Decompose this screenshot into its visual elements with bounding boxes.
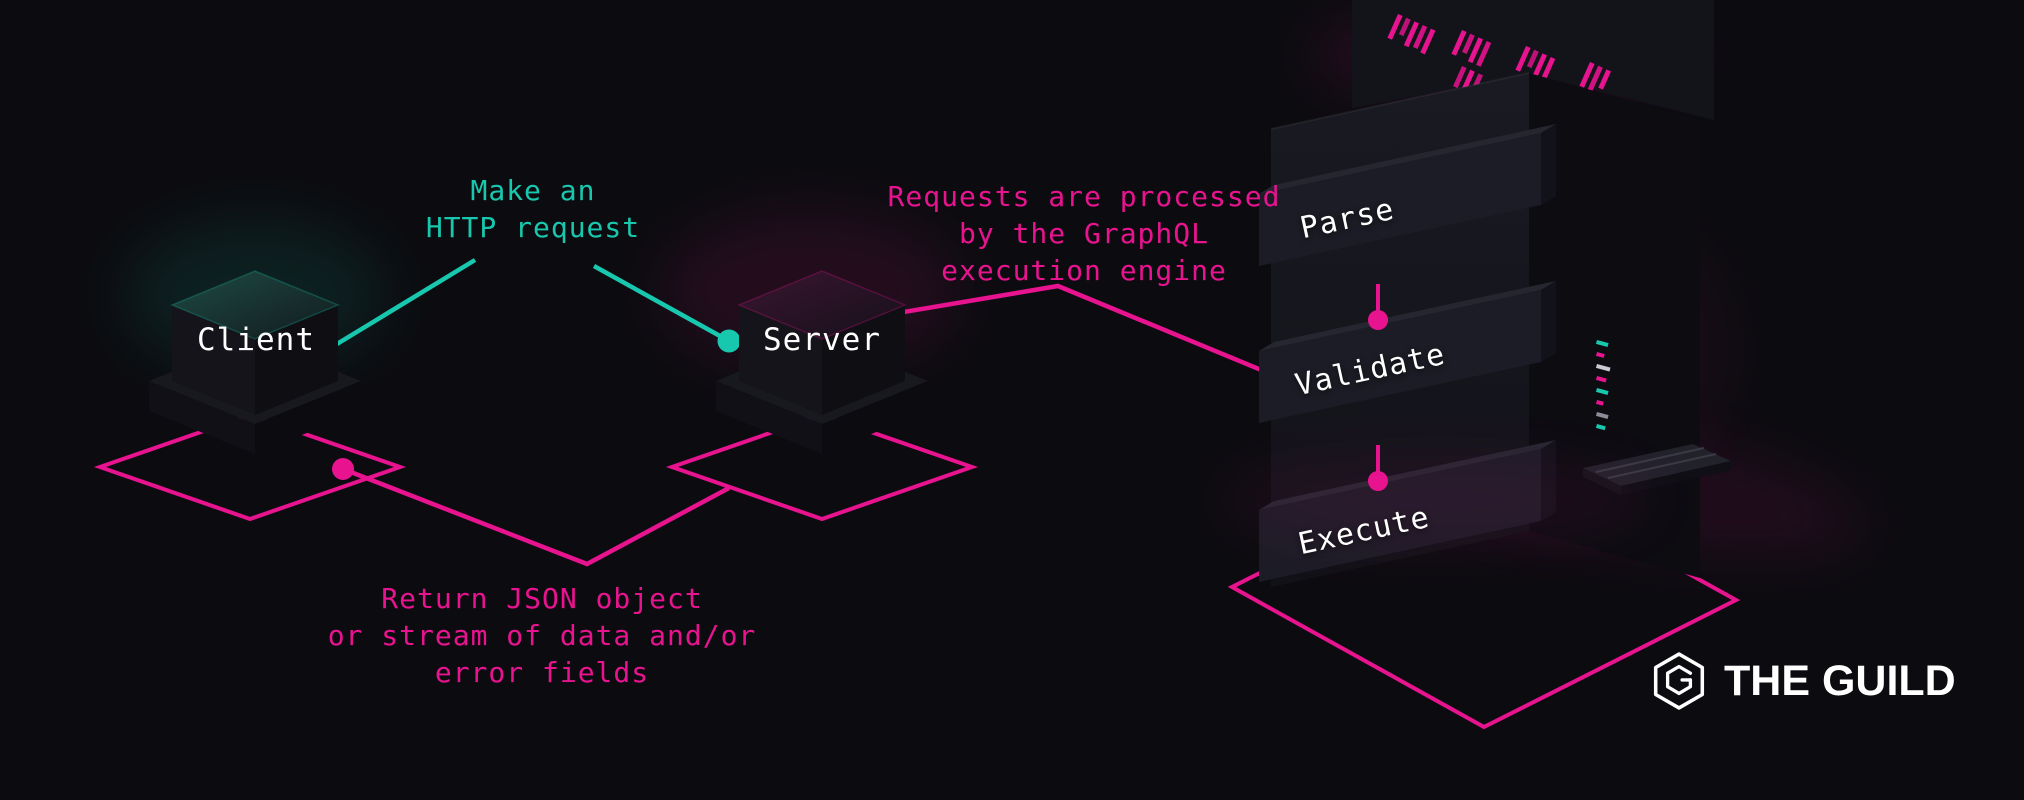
- return-note-line-2: or stream of data and/or: [327, 619, 757, 652]
- request-path: [330, 258, 741, 353]
- execution-engine-tower: [1259, 0, 1714, 587]
- floor-light-sweep: [1220, 455, 1660, 545]
- brand-lockup: THE GUILD: [1650, 652, 1956, 710]
- process-note-line-1: Requests are processed: [887, 180, 1281, 213]
- http-request-note-line-1: Make an: [470, 174, 596, 207]
- server-floor-diamond: [665, 412, 979, 522]
- guild-logo-icon: [1653, 652, 1705, 710]
- client-floor-diamond: [93, 412, 407, 522]
- process-path: [879, 283, 1272, 377]
- request-endpoint-dot: [717, 329, 741, 353]
- client-node: [149, 270, 361, 454]
- client-label: Client: [197, 322, 315, 358]
- parse-validate-dot: [1368, 310, 1388, 330]
- http-request-note: Make an HTTP request: [333, 172, 733, 246]
- return-note-line-1: Return JSON object: [381, 582, 703, 615]
- step-box-validate: [1259, 281, 1556, 423]
- brand-name: THE GUILD: [1724, 656, 1956, 705]
- http-request-note-line-2: HTTP request: [425, 211, 641, 244]
- server-label: Server: [763, 322, 881, 358]
- return-endpoint-dot: [332, 458, 354, 480]
- process-note-line-3: execution engine: [941, 254, 1227, 287]
- return-path: [332, 458, 731, 567]
- return-note: Return JSON object or stream of data and…: [282, 580, 802, 691]
- step-box-parse: [1259, 124, 1556, 266]
- code-lines-icon: [1595, 339, 1611, 431]
- server-node: [716, 270, 928, 454]
- process-note: Requests are processed by the GraphQL ex…: [824, 178, 1344, 289]
- return-note-line-3: error fields: [434, 656, 650, 689]
- process-note-line-2: by the GraphQL: [958, 217, 1209, 250]
